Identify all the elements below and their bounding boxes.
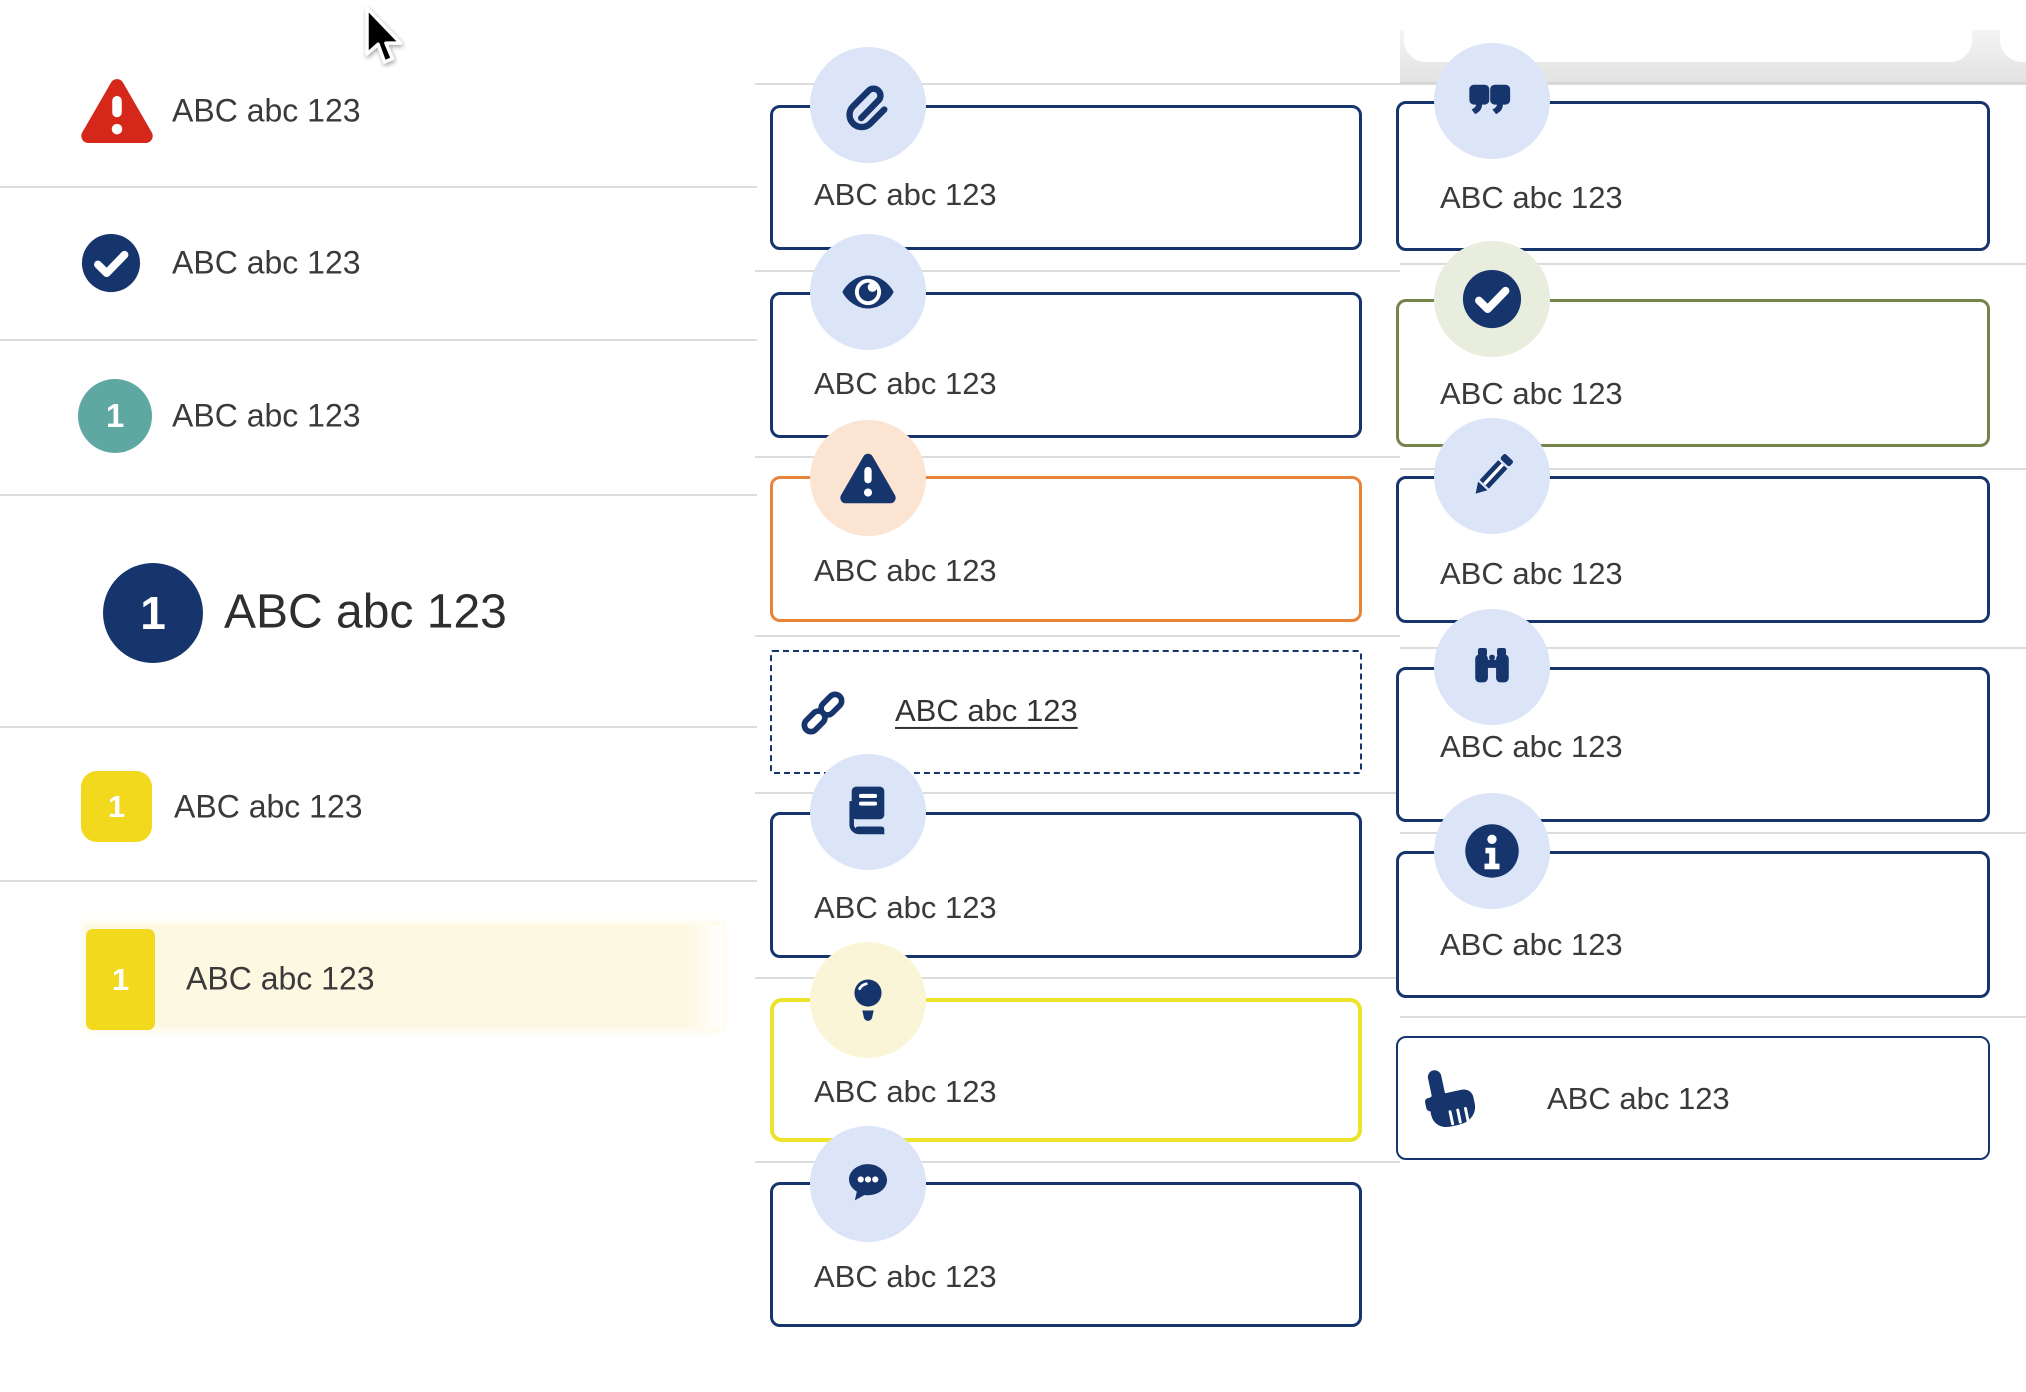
list-separator — [755, 1161, 1400, 1163]
mouse-cursor — [365, 6, 403, 64]
list-item-label: ABC abc 123 — [172, 92, 361, 129]
eye-icon — [810, 234, 926, 350]
paperclip-icon — [810, 47, 926, 163]
pencil-icon — [1434, 418, 1550, 534]
left-divider — [0, 726, 757, 728]
button-label: ABC abc 123 — [1547, 1080, 1730, 1116]
chat-bubble-icon — [810, 1126, 926, 1242]
hand-pointer-icon — [1425, 1070, 1476, 1127]
list-item-label: ABC abc 123 — [186, 960, 375, 997]
left-divider — [0, 494, 757, 496]
lightbulb-icon — [810, 942, 926, 1058]
book-icon — [810, 754, 926, 870]
callout-label: ABC abc 123 — [814, 365, 997, 401]
list-separator — [755, 270, 1400, 272]
callout-label: ABC abc 123 — [814, 552, 997, 588]
inline-link[interactable]: ABC abc 123 — [895, 692, 1078, 728]
callout-label: ABC abc 123 — [814, 176, 997, 212]
number-badge: 1 — [78, 379, 152, 453]
badge-number: 1 — [140, 587, 166, 639]
number-badge: 1 — [86, 929, 155, 1030]
callout-attachment — [770, 105, 1362, 250]
list-separator — [755, 456, 1400, 458]
callout-link-box — [770, 650, 1362, 774]
list-item-label: ABC abc 123 — [172, 397, 361, 434]
check-circle-icon — [81, 233, 141, 293]
scrolled-card-edge — [2000, 30, 2026, 62]
list-separator — [755, 977, 1400, 979]
list-separator — [755, 83, 2026, 85]
left-divider — [0, 186, 757, 188]
list-separator — [755, 635, 1400, 637]
callout-label: ABC abc 123 — [814, 889, 997, 925]
alert-triangle-icon — [81, 79, 153, 143]
callout-label: ABC abc 123 — [1440, 926, 1623, 962]
number-badge-large: 1 — [103, 563, 203, 663]
callout-label: ABC abc 123 — [814, 1258, 997, 1294]
list-separator — [1400, 468, 2026, 470]
list-separator — [1400, 647, 2026, 649]
list-separator — [1400, 1016, 2026, 1018]
left-divider — [0, 339, 757, 341]
callout-label: ABC abc 123 — [1440, 375, 1623, 411]
number-badge: 1 — [81, 771, 152, 842]
left-divider — [0, 880, 757, 882]
list-item-label: ABC abc 123 — [172, 244, 361, 281]
callout-label: ABC abc 123 — [1440, 555, 1623, 591]
binoculars-icon — [1434, 609, 1550, 725]
callout-label: ABC abc 123 — [1440, 728, 1623, 764]
badge-number: 1 — [107, 788, 126, 824]
list-item-label: ABC abc 123 — [174, 788, 363, 825]
pointer-action-button[interactable] — [1396, 1036, 1990, 1160]
link-icon — [801, 691, 845, 735]
list-item-label: ABC abc 123 — [224, 585, 507, 639]
info-icon — [1434, 793, 1550, 909]
row-highlight — [86, 925, 722, 1028]
badge-number: 1 — [105, 397, 125, 434]
quote-icon — [1434, 43, 1550, 159]
badge-number: 1 — [111, 961, 130, 997]
check-circle-icon — [1434, 241, 1550, 357]
list-separator — [755, 792, 1400, 794]
callout-label: ABC abc 123 — [814, 1073, 997, 1109]
list-separator — [1400, 832, 2026, 834]
list-separator — [1400, 263, 2026, 265]
callout-label: ABC abc 123 — [1440, 179, 1623, 215]
alert-triangle-icon — [810, 420, 926, 536]
